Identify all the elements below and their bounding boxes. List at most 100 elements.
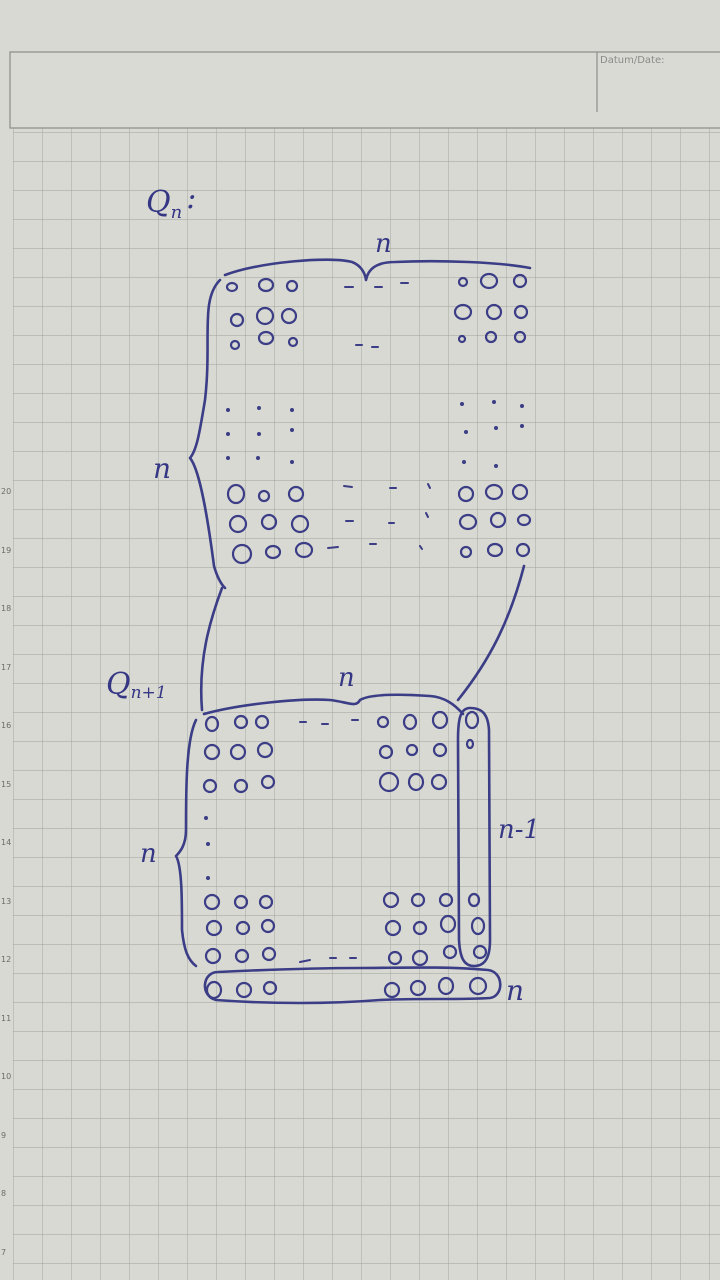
- matrix-entry: [470, 916, 486, 936]
- matrix-entry: [407, 772, 425, 792]
- matrix-entry: [442, 944, 458, 960]
- ellipsis-dot: [206, 876, 210, 880]
- matrix-entry: [262, 980, 278, 996]
- matrix-entry: [234, 948, 250, 964]
- matrix-entry: [378, 744, 394, 760]
- margin-number: 13: [1, 897, 11, 906]
- matrix-entry: [511, 483, 529, 501]
- matrix-entry: [412, 920, 428, 936]
- ellipsis-dot: [290, 460, 294, 464]
- matrix-entry: [439, 914, 457, 934]
- right-column-label: n-1: [498, 815, 540, 845]
- matrix-entry: [465, 738, 475, 750]
- ellipsis-dot: [494, 426, 498, 430]
- matrix-entry: [459, 545, 473, 559]
- matrix-entry: [387, 950, 403, 966]
- matrix-entry: [484, 483, 504, 501]
- margin-number: 8: [1, 1189, 6, 1198]
- matrix-entry: [229, 339, 241, 351]
- ellipsis-dot: [256, 456, 260, 460]
- matrix-entry: [468, 976, 488, 996]
- matrix-entry: [257, 489, 271, 503]
- matrix-entry: [290, 514, 310, 534]
- ellipsis-dot: [290, 408, 294, 412]
- matrix-entry: [229, 743, 247, 761]
- matrix-entry: [409, 979, 427, 997]
- top-width-brace: [223, 258, 532, 282]
- ellipsis-dot: [206, 842, 210, 846]
- matrix-entry: [383, 981, 401, 999]
- ellipsis-dot: [462, 460, 466, 464]
- left-connector: [199, 586, 224, 712]
- bottom-width-brace: [202, 693, 465, 716]
- matrix-entry: [256, 741, 274, 759]
- ellipsis-dot: [204, 816, 208, 820]
- matrix-entry: [285, 279, 299, 293]
- matrix-entry: [438, 892, 454, 908]
- matrix-entry: [264, 544, 282, 560]
- margin-number: 15: [1, 780, 11, 789]
- matrix-entry: [202, 778, 218, 794]
- bottom-matrix-entries: [202, 710, 488, 1000]
- matrix-entry: [384, 919, 402, 937]
- matrix-entry: [457, 276, 469, 288]
- matrix-entry: [515, 542, 531, 558]
- matrix-entry: [260, 918, 276, 934]
- matrix-entry: [258, 894, 274, 910]
- matrix-entry: [489, 511, 507, 529]
- ellipsis-dot: [257, 432, 261, 436]
- bottom-row-loop: [203, 966, 502, 1005]
- matrix-entry: [453, 303, 473, 321]
- matrix-entry: [255, 306, 275, 326]
- ellipsis-dot: [226, 432, 230, 436]
- matrix-entry: [458, 513, 478, 531]
- matrix-entry: [257, 330, 275, 346]
- graph-grid: [13, 103, 720, 1280]
- matrix-entry: [431, 710, 449, 730]
- matrix-entry: [228, 514, 248, 534]
- matrix-entry: [513, 304, 529, 320]
- matrix-entry: [402, 713, 418, 731]
- matrix-entry: [233, 714, 249, 730]
- matrix-entry: [512, 273, 528, 289]
- qn-label: Qn:: [146, 181, 196, 223]
- matrix-entry: [260, 513, 278, 531]
- margin-number: 14: [1, 838, 11, 847]
- matrix-entry: [479, 272, 499, 290]
- matrix-entry: [405, 743, 419, 757]
- margin-number: 10: [1, 1072, 11, 1081]
- ellipsis-dot: [290, 428, 294, 432]
- matrix-entry: [513, 330, 527, 344]
- matrix-entry: [287, 485, 305, 503]
- ellipsis-dot: [460, 402, 464, 406]
- matrix-entry: [486, 542, 504, 558]
- matrix-entry: [235, 981, 253, 999]
- matrix-entry: [204, 947, 222, 965]
- margin-number: 20: [1, 487, 11, 496]
- matrix-entry: [410, 892, 426, 908]
- margin-number: 12: [1, 955, 11, 964]
- top-height-brace: [188, 278, 227, 590]
- ellipsis-dash: [427, 483, 431, 489]
- margin-number: 18: [1, 604, 11, 613]
- ellipsis-dot: [464, 430, 468, 434]
- matrix-entry: [472, 944, 488, 960]
- bottom-row-label: n: [506, 974, 524, 1007]
- ellipsis-dash: [299, 959, 311, 963]
- matrix-entry: [485, 303, 503, 321]
- matrix-entry: [294, 541, 314, 559]
- matrix-entry: [287, 336, 299, 348]
- matrix-entry: [203, 893, 221, 911]
- ellipsis-dot: [520, 404, 524, 408]
- matrix-entry: [225, 281, 239, 293]
- top-matrix-entries: [225, 272, 532, 565]
- top-width-label: n: [375, 229, 392, 259]
- matrix-entry: [432, 742, 448, 758]
- matrix-entry: [235, 920, 251, 936]
- ellipsis-dash: [343, 485, 353, 488]
- margin-number: 17: [1, 663, 11, 672]
- matrix-entry: [203, 743, 221, 761]
